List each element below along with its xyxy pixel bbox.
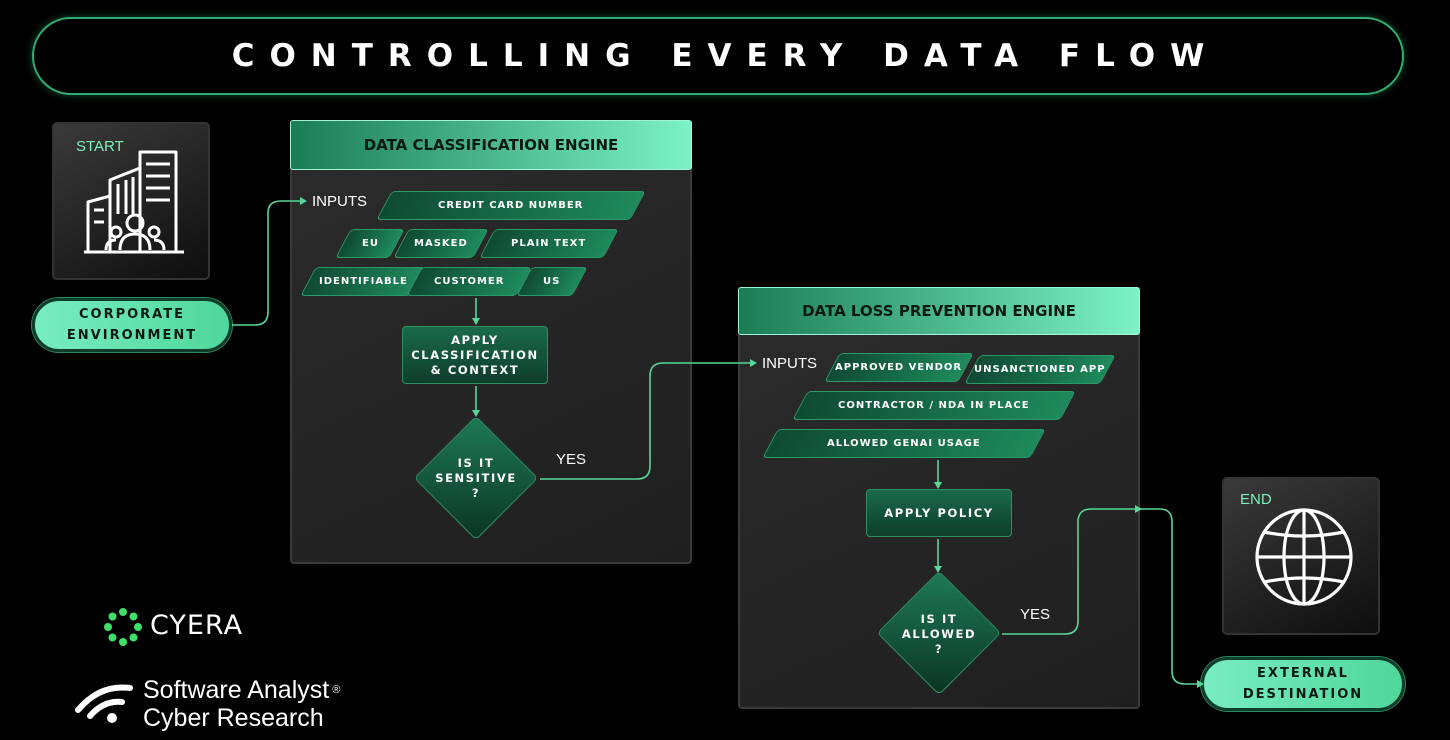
title-bar: CONTROLLING EVERY DATA FLOW xyxy=(32,17,1404,95)
cyera-logo-icon xyxy=(104,608,142,646)
allowed-yes-label: YES xyxy=(1020,606,1051,623)
globe-icon xyxy=(1255,508,1353,606)
software-analyst-line1: Software Analyst® xyxy=(143,676,341,704)
start-card: START xyxy=(52,122,210,280)
end-card: END xyxy=(1222,477,1380,635)
sensitive-decision-label: IS IT SENSITIVE ? xyxy=(435,455,517,500)
registered-mark: ® xyxy=(332,684,341,696)
connector-corporate-to-inputs xyxy=(232,200,300,326)
apply-policy-process: APPLY POLICY xyxy=(866,489,1012,537)
page-title: CONTROLLING EVERY DATA FLOW xyxy=(231,38,1220,74)
cyera-brand-text: CYERA xyxy=(150,610,244,641)
connector-allowed-yes-to-end xyxy=(1002,508,1198,685)
sensitive-yes-label: YES xyxy=(556,451,587,468)
allowed-decision-label: IS IT ALLOWED ? xyxy=(901,611,977,656)
arrowhead-dlp-inputs xyxy=(750,359,757,367)
dlp-inputs-label: INPUTS xyxy=(762,355,818,372)
arrowhead-decision xyxy=(472,410,480,417)
external-destination-label: EXTERNAL DESTINATION xyxy=(1242,666,1364,702)
software-analyst-line2: Cyber Research xyxy=(143,704,324,732)
arrowhead-classify xyxy=(472,318,480,325)
corporate-environment-pill: CORPORATE ENVIRONMENT xyxy=(32,298,232,352)
corporate-environment-label: CORPORATE ENVIRONMENT xyxy=(66,307,198,343)
apply-classification-label: APPLY CLASSIFICATION & CONTEXT xyxy=(411,332,539,377)
dlp-engine-header: DATA LOSS PREVENTION ENGINE xyxy=(738,287,1140,335)
sensitive-decision-text-wrap: IS IT SENSITIVE ? xyxy=(416,448,536,508)
software-analyst-brand: Software Analyst® Cyber Research xyxy=(143,676,340,732)
allowed-decision-text-wrap: IS IT ALLOWED ? xyxy=(879,604,999,664)
connector-sensitive-yes-to-dlp xyxy=(540,362,750,480)
classification-inputs-label: INPUTS xyxy=(312,193,368,210)
office-buildings-people-icon xyxy=(84,150,184,254)
end-label: END xyxy=(1240,491,1272,508)
classification-engine-header: DATA CLASSIFICATION ENGINE xyxy=(290,120,692,170)
wifi-signal-logo-icon xyxy=(75,684,133,723)
external-destination-pill: EXTERNAL DESTINATION xyxy=(1201,657,1405,711)
arrowhead-inputs xyxy=(300,197,307,205)
apply-policy-label: APPLY POLICY xyxy=(884,505,994,520)
apply-classification-process: APPLY CLASSIFICATION & CONTEXT xyxy=(402,326,548,384)
start-label: START xyxy=(76,138,124,155)
arrowhead-end-card xyxy=(1135,505,1142,513)
arrowhead-external xyxy=(1197,680,1204,688)
arrowhead-policy xyxy=(934,482,942,489)
arrowhead-allowed xyxy=(934,566,942,573)
